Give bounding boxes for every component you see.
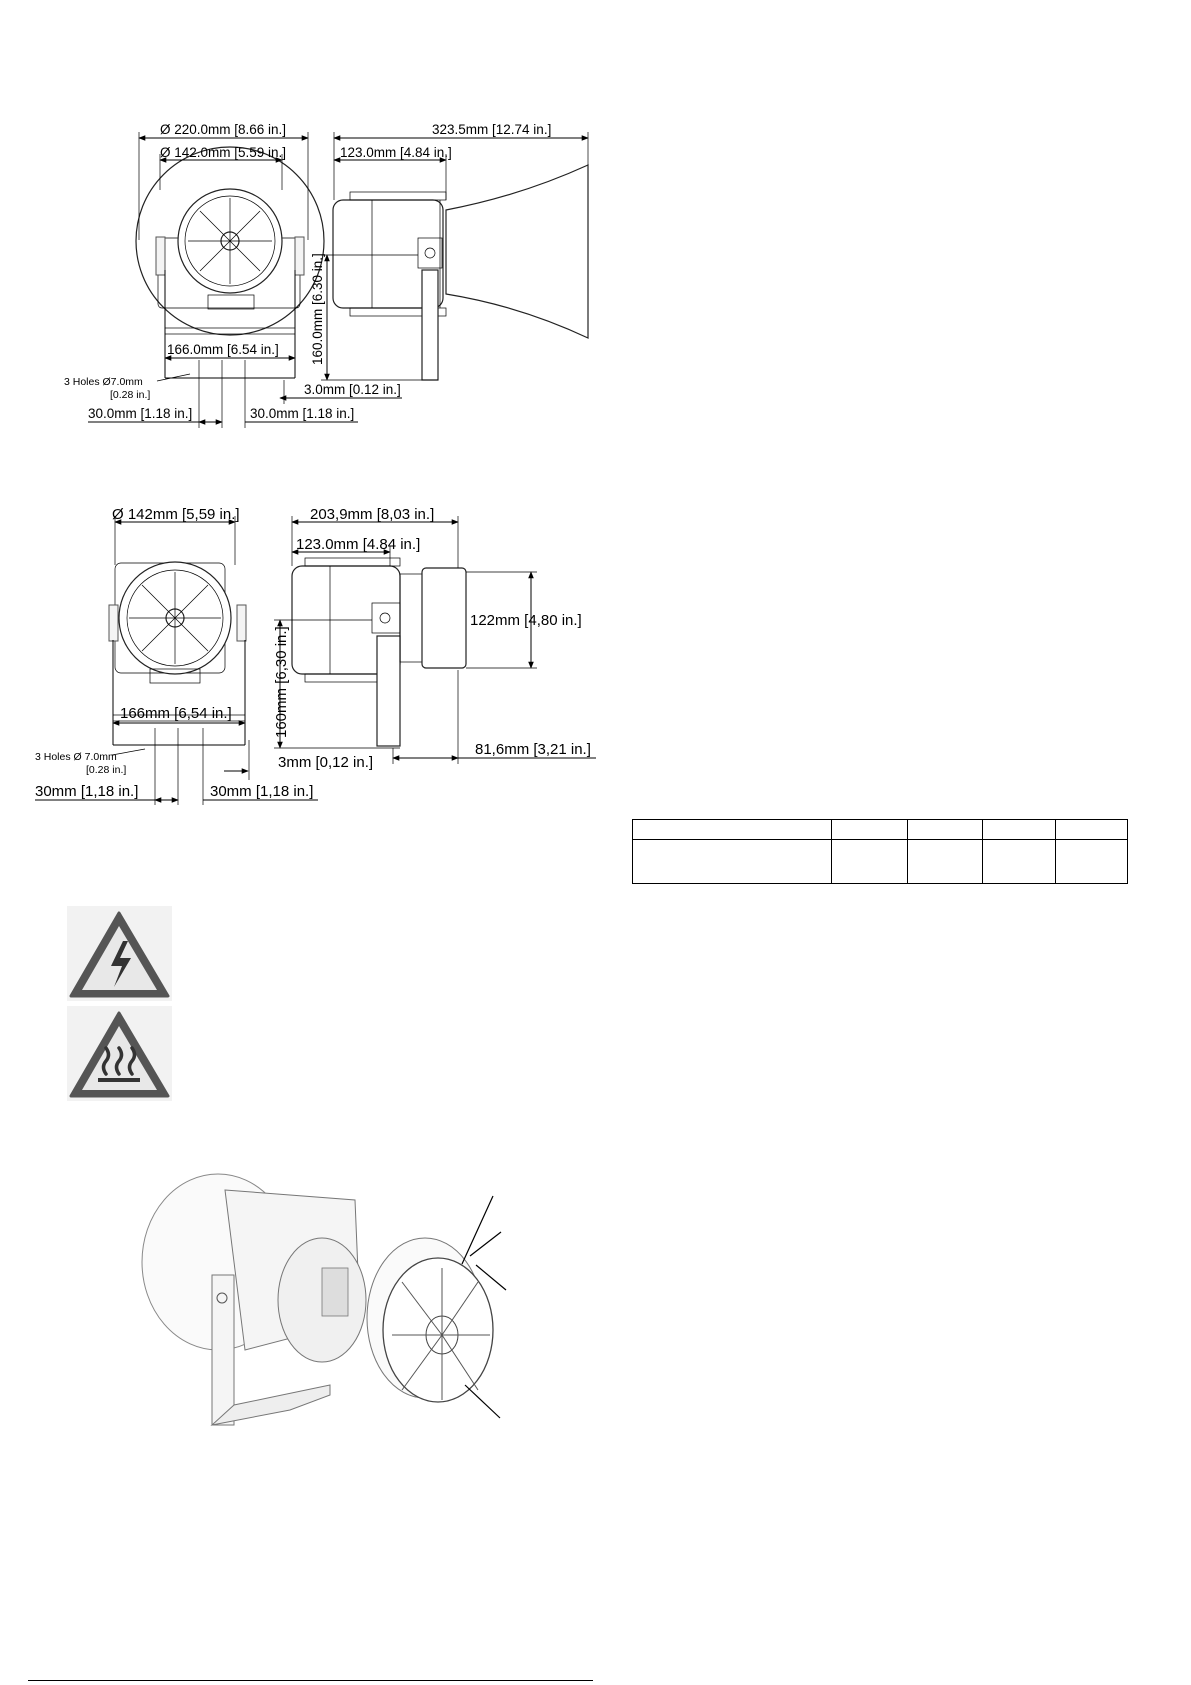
table-cell	[907, 839, 983, 884]
compact-front-view	[108, 561, 247, 746]
d1-depth-body: 123.0mm [4.84 in.]	[340, 145, 452, 160]
table-cell	[907, 819, 983, 840]
table-cell	[831, 839, 908, 884]
electric-shock-warning-icon	[67, 906, 172, 1001]
drawing-1-horn-sounder: Ø 220.0mm [8.66 in.] Ø 142.0mm [5.59 in.…	[64, 122, 589, 428]
d1-spacing-right: 30.0mm [1.18 in.]	[250, 406, 354, 421]
table-cell	[1055, 819, 1128, 840]
d1-holes-line2: [0.28 in.]	[110, 389, 150, 401]
table-cell	[982, 839, 1056, 884]
table-cell	[1055, 839, 1128, 884]
footer-rule	[28, 1680, 593, 1681]
d2-offset: 3mm [0,12 in.]	[278, 754, 373, 771]
horn-side-view	[332, 164, 589, 381]
d2-front-depth: 81,6mm [3,21 in.]	[475, 741, 591, 758]
table-cell	[982, 819, 1056, 840]
compact-side-view	[291, 557, 467, 747]
d1-bracket-width: 166.0mm [6.54 in.]	[167, 342, 279, 357]
d1-dia-outer: Ø 220.0mm [8.66 in.]	[160, 122, 286, 137]
table-cell	[632, 819, 832, 840]
d2-dia: Ø 142mm [5,59 in.]	[112, 506, 240, 523]
d2-depth-body: 123.0mm [4.84 in.]	[296, 536, 420, 553]
d2-holes-line2: [0.28 in.]	[86, 764, 126, 776]
d2-height: 160mm [6,30 in.]	[273, 626, 290, 738]
d2-length-total: 203,9mm [8,03 in.]	[310, 506, 434, 523]
d1-height: 160.0mm [6.30 in.]	[310, 253, 325, 365]
drawing-2-compact-sounder: Ø 142mm [5,59 in.] 203,9mm [8,03 in.] 12…	[35, 506, 596, 805]
d2-holes-line1: 3 Holes Ø 7.0mm	[35, 751, 117, 763]
d1-offset: 3.0mm [0.12 in.]	[304, 382, 401, 397]
horn-front-view	[135, 146, 325, 379]
assembly-illustration	[141, 1173, 507, 1426]
hot-surface-warning-icon	[67, 1006, 172, 1101]
d2-bracket-width: 166mm [6,54 in.]	[120, 705, 232, 722]
d1-holes-line1: 3 Holes Ø7.0mm	[64, 376, 143, 388]
spec-table	[632, 819, 1128, 884]
table-cell	[632, 839, 832, 884]
d1-spacing-left: 30.0mm [1.18 in.]	[88, 406, 192, 421]
d1-dia-inner: Ø 142.0mm [5.59 in.]	[160, 145, 286, 160]
table-cell	[831, 819, 908, 840]
d2-front-height: 122mm [4,80 in.]	[470, 612, 582, 629]
d1-length-total: 323.5mm [12.74 in.]	[432, 122, 551, 137]
d2-spacing-left: 30mm [1,18 in.]	[35, 783, 138, 800]
d2-spacing-right: 30mm [1,18 in.]	[210, 783, 313, 800]
